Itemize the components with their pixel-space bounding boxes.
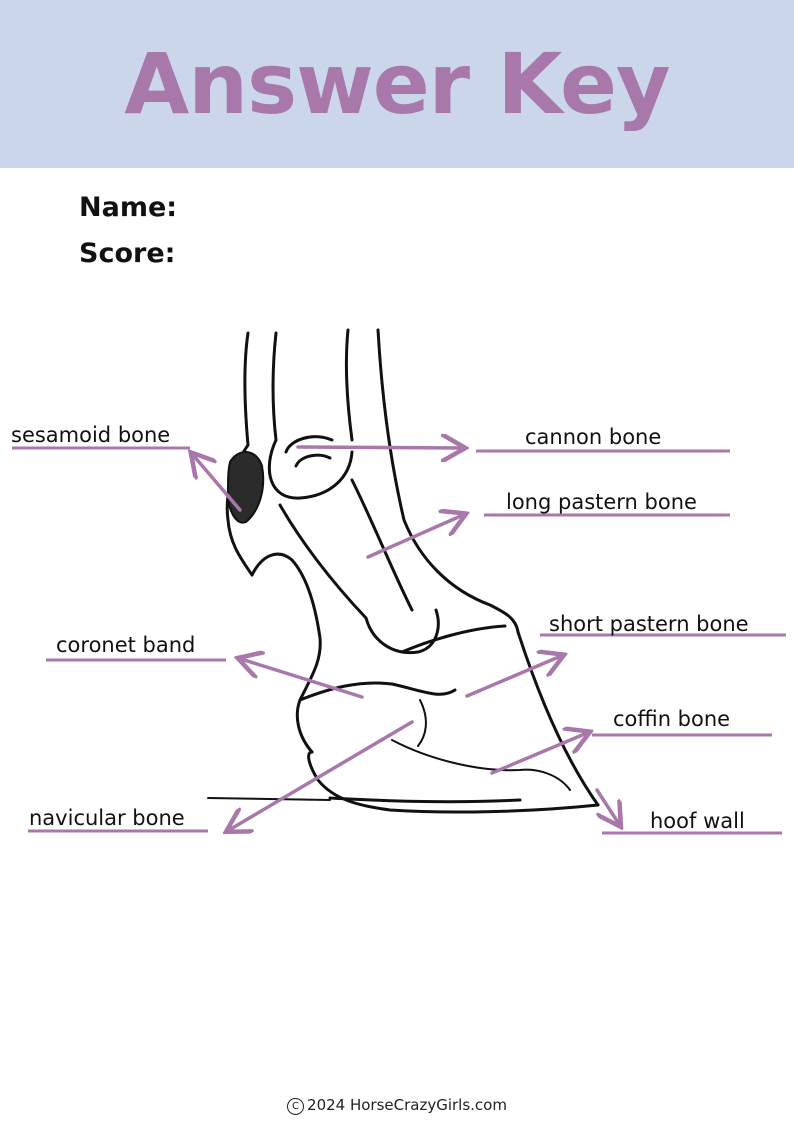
label-cannon-bone: cannon bone <box>525 425 662 449</box>
label-short-pastern-bone: short pastern bone <box>549 612 749 636</box>
copyright-icon: C <box>287 1098 305 1115</box>
hoof-illustration <box>207 328 600 814</box>
arrow-long-pastern <box>366 515 463 559</box>
arrow-navicular <box>229 720 414 830</box>
name-label: Name: <box>79 192 178 223</box>
sesamoid-bone-shape <box>226 451 265 524</box>
label-navicular-bone: navicular bone <box>29 806 185 830</box>
arrow-coronet <box>241 659 364 699</box>
score-label: Score: <box>79 238 176 269</box>
pointer-arrows <box>193 447 619 830</box>
page-title: Answer Key <box>124 35 670 133</box>
label-coronet-band: coronet band <box>56 633 196 657</box>
label-long-pastern-bone: long pastern bone <box>506 490 697 514</box>
arrow-coffin <box>490 733 587 775</box>
label-hoof-wall: hoof wall <box>650 809 745 833</box>
arrow-sesamoid <box>193 455 242 512</box>
label-sesamoid-bone: sesamoid bone <box>11 423 171 447</box>
arrow-cannon <box>296 447 462 448</box>
label-underlines <box>12 446 786 835</box>
footer-text: 2024 HorseCrazyGirls.com <box>307 1096 507 1114</box>
arrow-hoof-wall <box>595 788 619 824</box>
header-banner: Answer Key <box>0 0 794 168</box>
arrow-short-pastern <box>465 656 561 698</box>
label-coffin-bone: coffin bone <box>613 707 731 731</box>
